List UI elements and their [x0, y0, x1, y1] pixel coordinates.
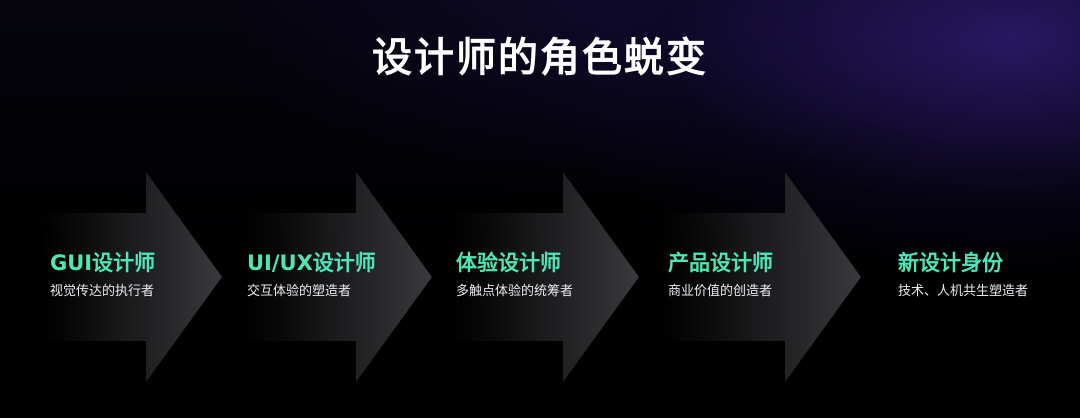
arrow-shape-3	[450, 172, 639, 382]
step-product-designer: 产品设计师 商业价值的创造者	[668, 248, 773, 302]
step-title: 体验设计师	[456, 251, 561, 275]
step-description: 商业价值的创造者	[668, 284, 773, 299]
step-description: 交互体验的塑造者	[247, 284, 352, 299]
step-title: 产品设计师	[668, 251, 773, 275]
arrow-shape-1	[40, 172, 222, 382]
arrow-shape-2	[243, 172, 432, 382]
step-title: 新设计身份	[898, 251, 1003, 275]
step-description: 多触点体验的统筹者	[456, 284, 574, 299]
arrow-shape-4	[660, 172, 861, 382]
step-experience-designer: 体验设计师 多触点体验的统筹者	[456, 248, 573, 302]
step-description: 视觉传达的执行者	[50, 284, 155, 299]
step-title: GUI设计师	[50, 251, 156, 275]
step-description: 技术、人机共生塑造者	[898, 284, 1029, 299]
step-title: UI/UX设计师	[247, 251, 376, 275]
step-gui-designer: GUI设计师 视觉传达的执行者	[50, 248, 155, 302]
step-new-designer-identity: 新设计身份 技术、人机共生塑造者	[898, 248, 1028, 302]
step-ui-ux-designer: UI/UX设计师 交互体验的塑造者	[247, 248, 376, 302]
page-title: 设计师的角色蜕变	[372, 35, 708, 81]
